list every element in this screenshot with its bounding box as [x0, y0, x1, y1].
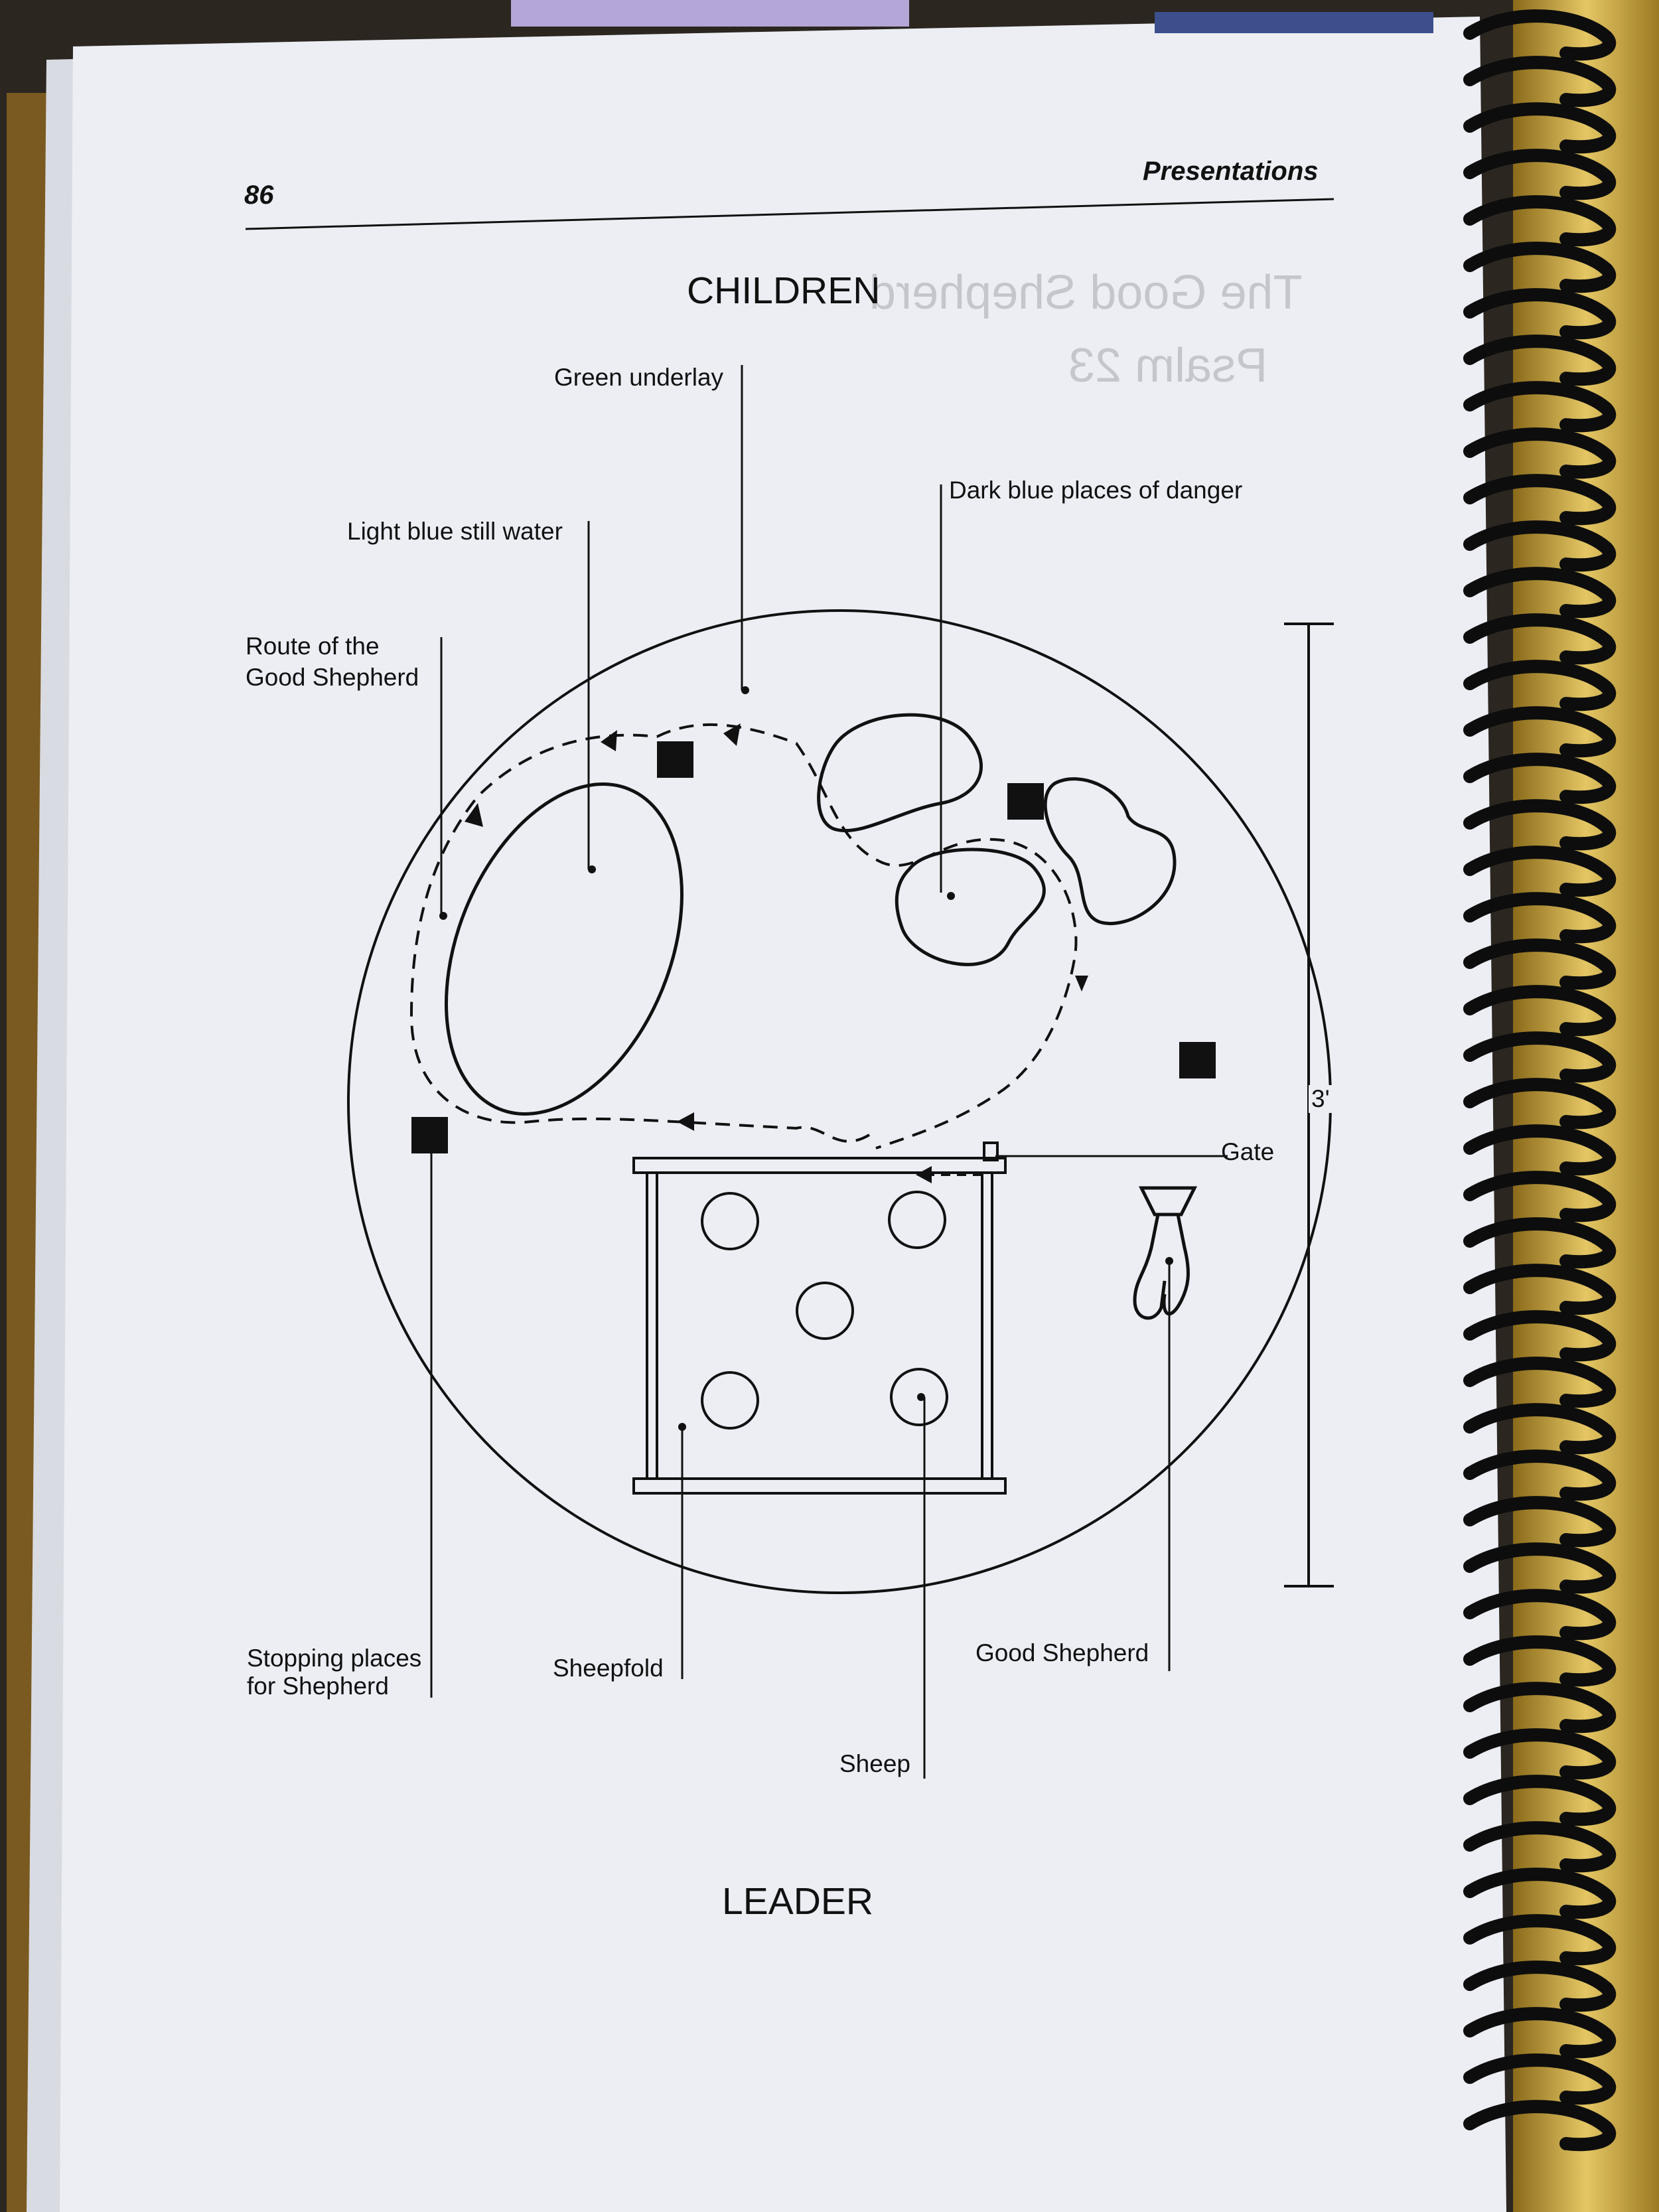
- sheepfold-label: Sheepfold: [553, 1655, 664, 1682]
- green-underlay-label: Green underlay: [554, 364, 724, 391]
- spiral-coil: [1463, 427, 1616, 479]
- spiral-coil: [1463, 1357, 1616, 1408]
- gate-arrow-head: [916, 1166, 932, 1183]
- spiral-coil: [1463, 1589, 1616, 1641]
- spiral-coil: [1463, 1310, 1616, 1362]
- danger-place-right: [1043, 777, 1177, 925]
- leader-label: LEADER: [722, 1880, 874, 1923]
- spiral-coil: [1463, 242, 1616, 293]
- good-shepherd-figure: [1133, 1186, 1198, 1320]
- spiral-coil: [1463, 1403, 1616, 1455]
- purple-tab: [511, 0, 909, 27]
- spiral-coil: [1463, 1496, 1616, 1548]
- sheep-label: Sheep: [839, 1750, 910, 1777]
- spiral-coil: [1463, 1449, 1616, 1501]
- gate-label: Gate: [1221, 1138, 1275, 1165]
- stopping-label-line2: for Shepherd: [247, 1672, 389, 1700]
- route-arrow-5: [677, 1112, 694, 1131]
- still-water-shape: [445, 782, 684, 1116]
- dimension-label: 3': [1309, 1085, 1333, 1113]
- spiral-coil: [1463, 1728, 1616, 1780]
- shepherd-route: [409, 723, 1078, 1149]
- spiral-coil: [1463, 1124, 1616, 1176]
- spiral-coil: [1463, 1868, 1616, 1919]
- spiral-coil: [1463, 9, 1616, 61]
- sheepfold-enclosure: [632, 1142, 1007, 1495]
- leader-dot-shepherd: [1165, 1257, 1173, 1265]
- route-arrow-1: [465, 803, 483, 827]
- spiral-coil: [1463, 1635, 1616, 1687]
- sheep-4: [701, 1371, 759, 1430]
- sheep-3: [796, 1282, 854, 1340]
- spiral-coil: [1463, 381, 1616, 433]
- route-label-line1: Route of the: [246, 632, 380, 660]
- leader-dot-sheepfold: [678, 1423, 686, 1431]
- spiral-coil: [1463, 1078, 1616, 1130]
- stopping-place-2: [1007, 783, 1044, 820]
- route-arrow-2: [601, 730, 617, 751]
- spiral-coil: [1463, 2007, 1616, 2059]
- leader-dot-route: [439, 912, 447, 920]
- children-label: CHILDREN: [687, 269, 881, 312]
- spiral-coil: [1463, 1217, 1616, 1269]
- spiral-coil: [1463, 474, 1616, 526]
- spiral-coil: [1463, 938, 1616, 990]
- route-label-line2: Good Shepherd: [246, 664, 419, 691]
- spiral-coil: [1463, 846, 1616, 897]
- spiral-coil: [1463, 1542, 1616, 1594]
- route-arrow-4: [1075, 976, 1088, 992]
- spiral-coil: [1463, 334, 1616, 386]
- spiral-coil: [1463, 149, 1616, 200]
- spiral-coil: [1463, 1031, 1616, 1083]
- spiral-coil: [1463, 892, 1616, 944]
- spiral-coil: [1463, 1775, 1616, 1826]
- stopping-place-3: [1179, 1042, 1216, 1078]
- leader-dot-danger: [947, 892, 955, 900]
- spiral-coil: [1463, 985, 1616, 1037]
- spiral-coil: [1463, 799, 1616, 851]
- spiral-coil: [1463, 195, 1616, 247]
- spiral-coil: [1463, 2100, 1616, 2152]
- spiral-coil: [1463, 1960, 1616, 2012]
- stopping-place-1: [657, 741, 693, 778]
- spiral-coil: [1463, 1682, 1616, 1733]
- paper-page: [60, 17, 1506, 2212]
- sheep-1: [701, 1192, 759, 1250]
- leader-dot-water: [588, 865, 596, 873]
- spiral-coil: [1463, 520, 1616, 572]
- spiral-coil: [1463, 567, 1616, 619]
- route-arrow-3: [723, 723, 741, 746]
- good-shepherd-label: Good Shepherd: [975, 1639, 1149, 1666]
- still-water-label: Light blue still water: [347, 518, 563, 545]
- header-rule: [245, 198, 1334, 230]
- leader-dot-sheep: [917, 1393, 925, 1401]
- danger-place-center: [895, 848, 1046, 966]
- spiral-coil: [1463, 1264, 1616, 1315]
- blue-strip: [1155, 12, 1433, 33]
- sheep-5: [890, 1368, 948, 1426]
- spiral-coil: [1463, 1821, 1616, 1873]
- danger-label: Dark blue places of danger: [949, 477, 1243, 504]
- danger-place-left: [817, 713, 983, 832]
- spiral-coil: [1463, 753, 1616, 804]
- spiral-coil: [1463, 1171, 1616, 1222]
- spiral-coil: [1463, 660, 1616, 711]
- spiral-coil: [1463, 2053, 1616, 2105]
- leader-dot-green: [741, 686, 749, 694]
- spiral-coil: [1463, 1914, 1616, 1966]
- section-title: Presentations: [1143, 157, 1319, 186]
- sheep-2: [888, 1191, 946, 1249]
- spiral-coil: [1463, 706, 1616, 758]
- spiral-coil: [1463, 288, 1616, 340]
- stopping-label-line1: Stopping places: [247, 1645, 422, 1672]
- spiral-coil: [1463, 56, 1616, 108]
- stopping-place-4: [411, 1117, 448, 1153]
- page-number: 86: [244, 181, 274, 210]
- spiral-coil: [1463, 102, 1616, 154]
- spiral-coil: [1463, 613, 1616, 665]
